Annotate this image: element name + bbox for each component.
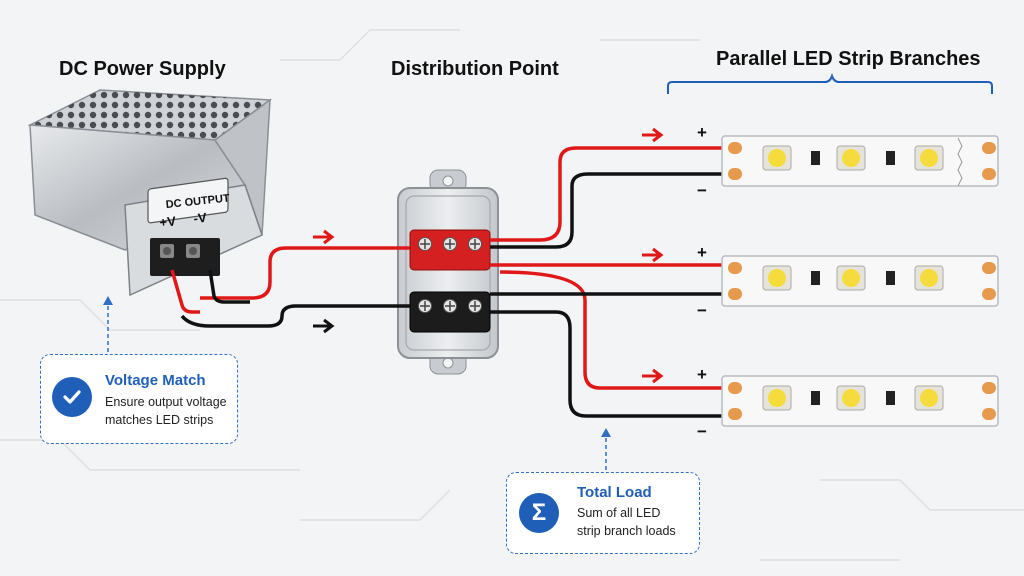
branch-1-plus: +	[697, 123, 707, 142]
positive-wires	[170, 146, 725, 390]
led-strip-3	[721, 375, 999, 427]
voltage-match-body: Ensure output voltage matches LED strips	[105, 395, 227, 427]
psu-positive-label: +V	[159, 213, 177, 230]
distribution-heading: Distribution Point	[391, 58, 559, 80]
total-load-body: Sum of all LED strip branch loads	[577, 506, 676, 538]
distribution-box	[397, 169, 499, 375]
power-supply-unit	[27, 89, 273, 297]
psu-negative-label: -V	[193, 210, 208, 226]
branch-3-minus: −	[697, 422, 707, 441]
voltage-match-callout: Voltage Match Ensure output voltage matc…	[40, 354, 238, 444]
power-supply-heading: DC Power Supply	[59, 58, 226, 80]
total-load-title: Total Load	[577, 484, 652, 501]
flow-arrows	[313, 127, 664, 384]
led-strip-1	[721, 135, 999, 187]
branches-heading: Parallel LED Strip Branches	[716, 48, 981, 70]
negative-wires	[180, 172, 725, 418]
voltage-callout-arrowhead	[103, 296, 113, 305]
background-traces	[0, 29, 1024, 561]
load-callout-arrowhead	[601, 428, 611, 437]
sigma-icon: Σ	[519, 493, 559, 533]
branch-2-plus: +	[697, 243, 707, 262]
total-load-callout: Σ Total Load Sum of all LED strip branch…	[506, 472, 700, 554]
branches-brace	[667, 72, 993, 94]
check-icon	[52, 377, 92, 417]
branch-2-minus: −	[697, 301, 707, 320]
led-strip-2	[721, 255, 999, 307]
branch-3-plus: +	[697, 365, 707, 384]
voltage-match-title: Voltage Match	[105, 372, 206, 389]
branch-1-minus: −	[697, 181, 707, 200]
